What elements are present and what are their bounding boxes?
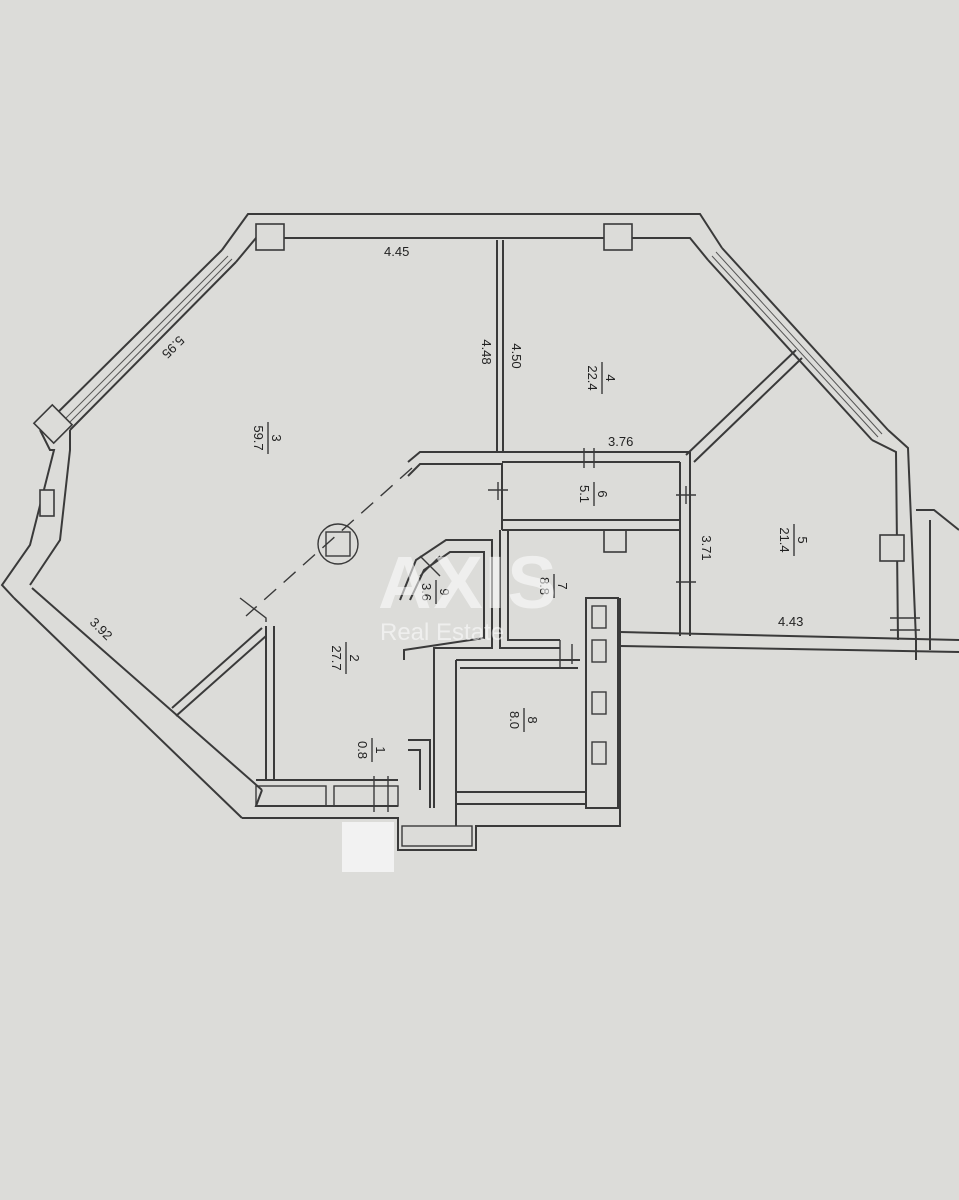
svg-text:0.8: 0.8 [355, 741, 370, 759]
svg-text:1: 1 [373, 746, 388, 753]
outer-walls [0, 213, 959, 851]
room-label-7: 7 8.8 [537, 574, 570, 598]
svg-text:6: 6 [595, 490, 610, 497]
columns [32, 223, 905, 562]
svg-text:8: 8 [525, 716, 540, 723]
svg-text:59.7: 59.7 [251, 425, 266, 450]
room-label-3: 3 59.7 [251, 422, 284, 454]
room-label-8: 8 8.0 [507, 708, 540, 732]
svg-text:22.4: 22.4 [585, 365, 600, 390]
svg-text:2: 2 [347, 654, 362, 661]
dimension-room5-bottom: 4.43 [778, 614, 803, 629]
svg-text:21.4: 21.4 [777, 527, 792, 552]
svg-text:27.7: 27.7 [329, 645, 344, 670]
room-label-2: 2 27.7 [329, 642, 362, 674]
redaction-patch [342, 822, 394, 872]
opening-dashed-line [245, 467, 413, 617]
watermark-subtitle: Real Estate [380, 619, 504, 646]
room-label-5: 5 21.4 [777, 524, 810, 556]
svg-text:5.1: 5.1 [577, 485, 592, 503]
svg-text:8.8: 8.8 [537, 577, 552, 595]
svg-text:8.0: 8.0 [507, 711, 522, 729]
dimension-partition-left: 4.48 [479, 339, 494, 364]
svg-text:3: 3 [269, 434, 284, 441]
room-label-1: 1 0.8 [355, 738, 388, 762]
dimension-room5-left: 3.71 [699, 535, 714, 560]
svg-text:9: 9 [437, 588, 452, 595]
round-column [317, 523, 359, 565]
watermark: AXIS Real Estate [378, 541, 559, 646]
dimension-top-left-wall: 4.45 [384, 244, 409, 259]
partitions [171, 240, 803, 847]
watermark-brand: AXIS [378, 541, 559, 624]
svg-text:3.6: 3.6 [419, 583, 434, 601]
room-label-4: 4 22.4 [585, 362, 618, 394]
dimension-partition-right: 4.50 [509, 343, 524, 368]
room-label-6: 6 5.1 [577, 482, 610, 506]
dimension-diagonal-left-wall: 5.95 [159, 333, 188, 362]
svg-text:7: 7 [555, 582, 570, 589]
svg-text:5: 5 [795, 536, 810, 543]
door-marks [373, 448, 920, 812]
svg-text:4: 4 [603, 374, 618, 381]
room-label-9: 9 3.6 [419, 580, 452, 604]
dimension-room6-top: 3.76 [608, 434, 633, 449]
